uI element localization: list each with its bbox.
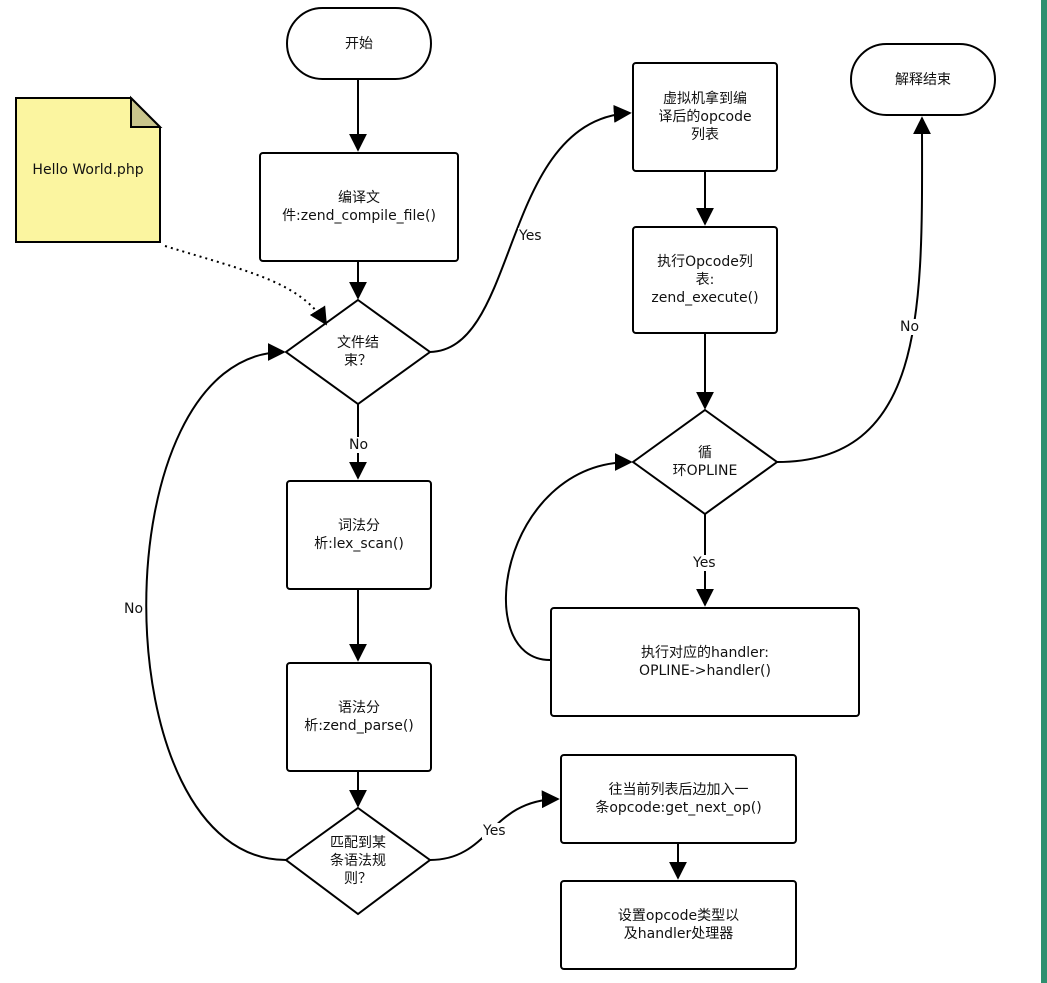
execute-opcodes-step: 执行Opcode列 表: zend_execute() (632, 226, 778, 334)
match-rule-decision-label: 匹配到某 条语法规 则？ (330, 835, 386, 887)
file-end-decision-label: 文件结 束？ (337, 335, 379, 369)
edge-fileend-yes-vmget (429, 104, 632, 353)
file-end-no-label: No (348, 437, 370, 453)
side-accent-bar (1041, 0, 1047, 983)
edge-note-fileend (164, 245, 327, 326)
loop-yes-label: Yes (692, 555, 717, 571)
compile-file-step: 编译文 件:zend_compile_file() (259, 152, 459, 262)
set-opcode-type-step: 设置opcode类型以 及handler处理器 (560, 880, 797, 970)
start-terminal: 开始 (286, 7, 432, 80)
run-handler-step: 执行对应的handler: OPLINE->handler() (550, 607, 860, 717)
match-yes-label: Yes (482, 823, 507, 839)
end-terminal: 解释结束 (850, 43, 996, 116)
edge-match-no-fileend (145, 343, 287, 861)
match-no-label: No (123, 601, 145, 617)
loop-no-label: No (899, 319, 921, 335)
note-fold (130, 95, 163, 128)
loop-opline-decision-label: 循 环OPLINE (672, 445, 738, 479)
edge-handler-loop (504, 453, 633, 661)
file-end-yes-label: Yes (518, 228, 543, 244)
vm-get-opcodes-step: 虚拟机拿到编 译后的opcode 列表 (632, 62, 778, 172)
lex-scan-step: 词法分 析:lex_scan() (286, 480, 432, 590)
zend-parse-step: 语法分 析:zend_parse() (286, 662, 432, 772)
note-shape (15, 97, 161, 243)
match-rule-decision-shape (284, 806, 432, 916)
edge-loop-no-end (776, 116, 932, 463)
append-opcode-step: 往当前列表后边加入一 条opcode:get_next_op() (560, 754, 797, 844)
hello-world-note-label: Hello World.php (32, 162, 144, 178)
